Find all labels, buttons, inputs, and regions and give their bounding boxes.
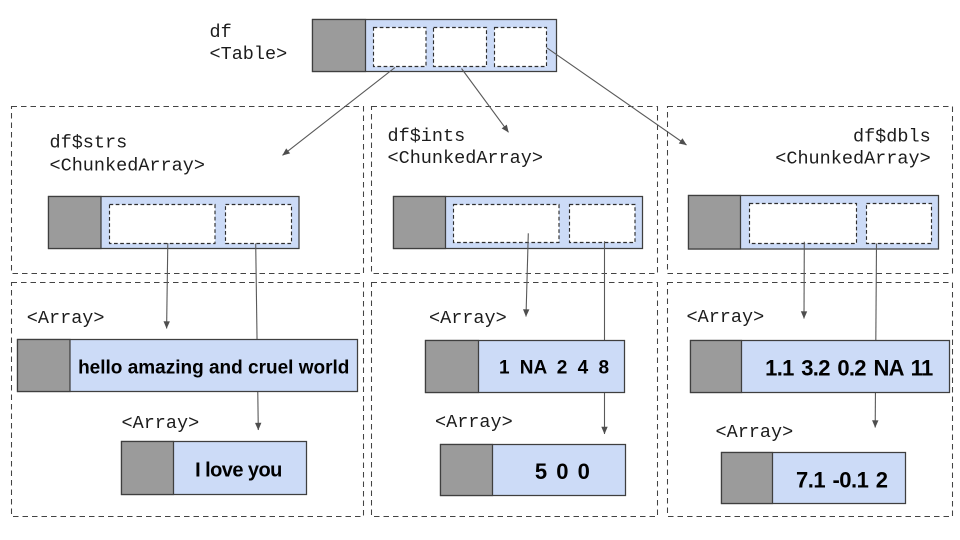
svg-text:<Array>: <Array> (435, 412, 513, 433)
svg-text:df$strs: df$strs (50, 132, 128, 153)
svg-text:<Array>: <Array> (122, 413, 200, 434)
svg-text:1 NA 2 4 8: 1 NA 2 4 8 (499, 358, 609, 379)
svg-text:<Array>: <Array> (687, 307, 765, 328)
svg-text:I love you: I love you (195, 460, 282, 482)
svg-text:hello amazing and cruel world: hello amazing and cruel world (78, 357, 349, 378)
svg-text:df: df (210, 22, 232, 43)
svg-text:<Table>: <Table> (210, 44, 288, 65)
svg-text:<ChunkedArray>: <ChunkedArray> (388, 148, 543, 169)
svg-text:<ChunkedArray>: <ChunkedArray> (775, 148, 930, 169)
svg-text:df$ints: df$ints (388, 126, 466, 147)
svg-text:<Array>: <Array> (27, 308, 105, 329)
svg-text:<Array>: <Array> (716, 422, 794, 443)
svg-text:5 0 0: 5 0 0 (535, 459, 590, 484)
svg-text:<ChunkedArray>: <ChunkedArray> (50, 156, 205, 177)
svg-text:df$dbls: df$dbls (853, 127, 931, 148)
svg-text:1.1 3.2 0.2 NA 11: 1.1 3.2 0.2 NA 11 (765, 355, 933, 380)
svg-text:7.1 -0.1 2: 7.1 -0.1 2 (796, 468, 888, 493)
svg-text:<Array>: <Array> (429, 308, 507, 329)
